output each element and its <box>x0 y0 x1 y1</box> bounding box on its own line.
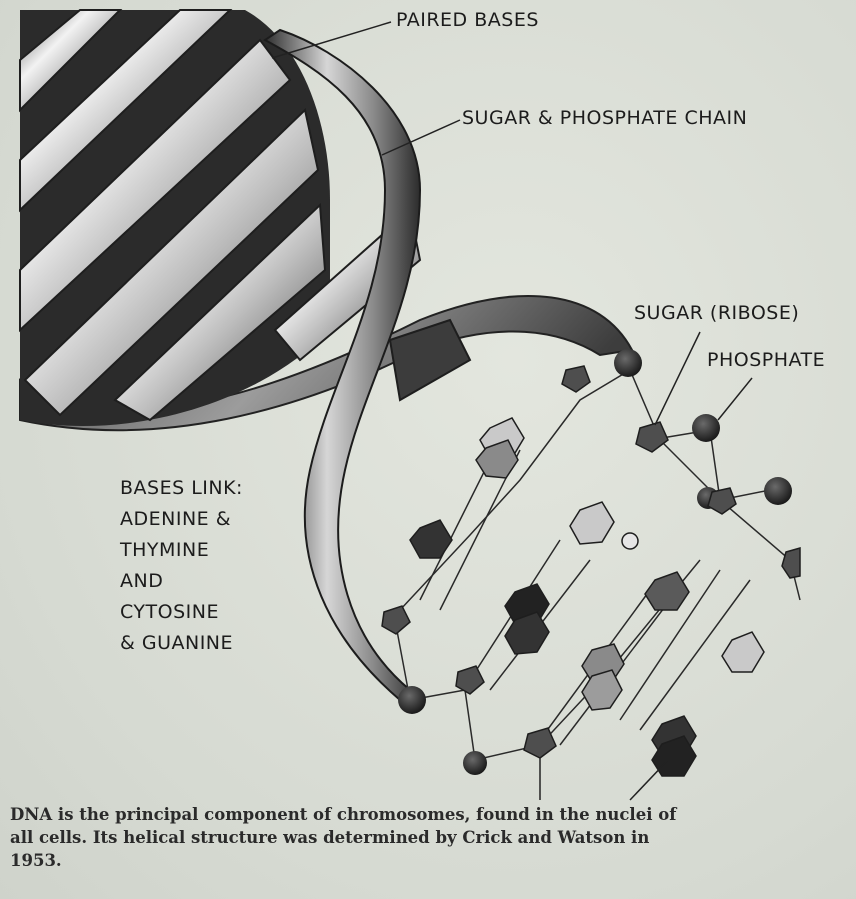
paired-bases-label: PAIRED BASES <box>396 9 539 31</box>
phosphate-sphere <box>463 751 487 775</box>
base-hexagon <box>721 631 765 673</box>
phosphate-label: PHOSPHATE <box>707 349 826 371</box>
leader-chain <box>381 119 461 156</box>
base-hexagon <box>409 519 453 559</box>
bases-link-line: ADENINE & <box>120 508 232 530</box>
bases-link-line: AND <box>120 570 164 592</box>
leader-phosphate <box>717 377 753 421</box>
rod <box>19 9 123 113</box>
caption-line: 1953. <box>10 851 62 870</box>
leader-lines <box>271 21 753 801</box>
phosphate-sphere <box>764 477 792 505</box>
leader-paired-bases <box>271 21 392 59</box>
bases-link-line: CYTOSINE <box>120 601 219 623</box>
sugar-groups <box>381 365 801 759</box>
sugar-pentagon <box>455 665 485 695</box>
phosphate-spheres <box>398 349 792 775</box>
phosphate-sphere <box>692 414 720 442</box>
phosphate-sphere <box>398 686 426 714</box>
sugar-pentagon <box>707 487 737 515</box>
bases-link-line: & GUANINE <box>120 632 234 654</box>
base-hexagon <box>475 439 519 479</box>
leader-bottom-2 <box>629 759 669 801</box>
small-open-atom <box>621 532 639 550</box>
sugar-pentagon <box>635 421 669 453</box>
base-hexagon <box>644 571 690 611</box>
base-hexagon <box>569 501 615 545</box>
caption-line: all cells. Its helical structure was det… <box>10 828 650 847</box>
rod <box>113 202 327 422</box>
bases-link-label-block: BASES LINK: ADENINE & THYMINE AND CYTOSI… <box>120 473 243 659</box>
phosphate-sphere <box>614 349 642 377</box>
sugar-pentagon <box>523 727 557 759</box>
sugar-pentagon <box>561 365 591 393</box>
base-hexagons <box>409 417 765 777</box>
sugar-pentagon <box>381 605 411 635</box>
sugar-phosphate-chain-label: SUGAR & PHOSPHATE CHAIN <box>462 107 748 129</box>
bases-link-line: BASES LINK: <box>120 477 243 499</box>
base-hexagon <box>581 669 623 711</box>
sugar-ribose-label: SUGAR (RIBOSE) <box>634 302 800 324</box>
leader-sugar <box>654 331 701 426</box>
rod <box>23 108 320 417</box>
bases-link-line: THYMINE <box>120 539 210 561</box>
figure-caption: DNA is the principal component of chromo… <box>10 803 790 872</box>
rod <box>19 38 292 333</box>
rod <box>19 9 233 213</box>
sugar-pentagon <box>781 547 801 579</box>
caption-line: DNA is the principal component of chromo… <box>10 805 677 824</box>
rod <box>388 318 472 402</box>
base-hexagon <box>504 611 550 655</box>
